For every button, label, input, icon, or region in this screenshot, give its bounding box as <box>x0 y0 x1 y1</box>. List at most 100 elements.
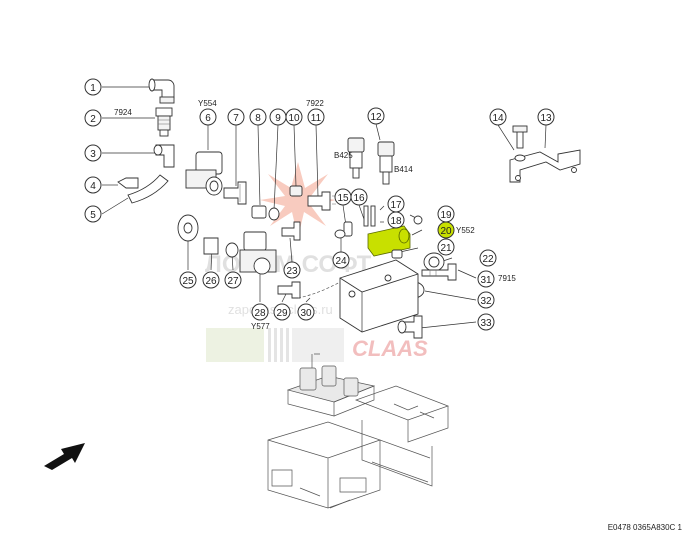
callout-1[interactable]: 1 <box>84 78 102 96</box>
svg-text:7: 7 <box>233 113 239 124</box>
part-19-oring <box>413 215 423 225</box>
svg-text:15: 15 <box>337 193 349 204</box>
callout-26[interactable]: 26 <box>202 271 220 289</box>
label-7924: 7924 <box>114 108 132 117</box>
callout-17[interactable]: 17 <box>387 195 405 213</box>
callout-28[interactable]: 28 <box>251 303 269 321</box>
svg-text:18: 18 <box>390 216 402 227</box>
callout-22[interactable]: 22 <box>479 249 497 267</box>
callout-18[interactable]: 18 <box>387 211 405 229</box>
callout-19[interactable]: 19 <box>437 205 455 223</box>
part-31-connector <box>421 263 457 281</box>
svg-text:25: 25 <box>182 276 194 287</box>
part-2-fitting <box>155 107 173 137</box>
svg-text:12: 12 <box>370 112 382 123</box>
label-y552: Y552 <box>456 226 475 235</box>
svg-text:13: 13 <box>540 113 552 124</box>
callout-13[interactable]: 13 <box>537 108 555 126</box>
callout-16[interactable]: 16 <box>350 188 368 206</box>
svg-text:33: 33 <box>480 318 492 329</box>
callout-9[interactable]: 9 <box>269 108 287 126</box>
part-13-bracket <box>509 149 581 183</box>
callout-30[interactable]: 30 <box>297 303 315 321</box>
part-10-plug <box>289 185 303 197</box>
watermark-logo: CLAAS <box>352 336 428 361</box>
direction-arrow-icon <box>44 443 85 470</box>
svg-text:17: 17 <box>390 200 402 211</box>
callout-25[interactable]: 25 <box>179 271 197 289</box>
svg-text:29: 29 <box>276 308 288 319</box>
part-21-nut <box>391 249 403 259</box>
svg-text:6: 6 <box>205 113 211 124</box>
svg-text:9: 9 <box>275 113 281 124</box>
callout-4[interactable]: 4 <box>84 176 102 194</box>
callout-2[interactable]: 2 <box>84 109 102 127</box>
callout-12[interactable]: 12 <box>367 107 385 125</box>
callout-23[interactable]: 23 <box>283 261 301 279</box>
svg-text:26: 26 <box>205 276 217 287</box>
callout-7[interactable]: 7 <box>227 108 245 126</box>
svg-text:10: 10 <box>288 113 300 124</box>
svg-text:5: 5 <box>90 210 96 221</box>
callout-14[interactable]: 14 <box>489 108 507 126</box>
callout-3[interactable]: 3 <box>84 144 102 162</box>
watermark-bars <box>206 328 344 362</box>
callout-20[interactable]: 20 <box>437 221 455 239</box>
part-labels: 7924 Y554 7922 B425 B414 Y552 7915 Y577 <box>114 99 516 331</box>
watermark-star-icon <box>260 162 336 238</box>
callout-6[interactable]: 6 <box>199 108 217 126</box>
label-7915: 7915 <box>498 274 516 283</box>
part-1-elbow <box>148 78 175 104</box>
svg-text:4: 4 <box>90 181 96 192</box>
part-12-sensors <box>347 137 395 185</box>
leader-lines <box>101 86 547 329</box>
part-20-solenoid-highlight <box>367 225 411 257</box>
part-26-bushing <box>203 237 219 255</box>
label-b414: B414 <box>394 165 413 174</box>
svg-text:2: 2 <box>90 114 96 125</box>
callout-27[interactable]: 27 <box>224 271 242 289</box>
callout-29[interactable]: 29 <box>273 303 291 321</box>
callout-8[interactable]: 8 <box>249 108 267 126</box>
part-22-fitting <box>423 252 445 272</box>
part-11-union <box>307 191 336 211</box>
part-27-oring <box>225 242 239 258</box>
svg-text:28: 28 <box>254 308 266 319</box>
callout-31[interactable]: 31 <box>477 270 495 288</box>
part-15-16-pins <box>343 205 376 237</box>
svg-text:31: 31 <box>480 275 492 286</box>
callout-21[interactable]: 21 <box>437 238 455 256</box>
part-23-fitting <box>281 221 301 241</box>
part-25-flange <box>177 214 199 242</box>
callout-32[interactable]: 32 <box>477 291 495 309</box>
part-6-valve <box>185 151 223 196</box>
svg-text:32: 32 <box>480 296 492 307</box>
main-valve-block <box>339 259 419 333</box>
callout-24[interactable]: 24 <box>332 251 350 269</box>
svg-text:24: 24 <box>335 256 347 267</box>
svg-text:22: 22 <box>482 254 494 265</box>
label-7922: 7922 <box>306 99 324 108</box>
svg-text:20: 20 <box>440 226 452 237</box>
callout-11[interactable]: 11 <box>307 108 325 126</box>
callout-15[interactable]: 15 <box>334 188 352 206</box>
part-3-tee <box>153 144 175 168</box>
label-b425: B425 <box>334 151 353 160</box>
callout-10[interactable]: 10 <box>285 108 303 126</box>
dashed-hose <box>297 281 341 299</box>
part-9-washer <box>268 207 280 221</box>
assembly-overview <box>267 353 450 509</box>
svg-text:23: 23 <box>286 266 298 277</box>
drawing-code: E0478 0365A830C 1 <box>608 523 683 532</box>
part-33-fitting <box>397 315 423 339</box>
part-14-screw <box>512 125 528 162</box>
label-y577: Y577 <box>251 322 270 331</box>
svg-text:11: 11 <box>311 113 322 124</box>
part-4-nozzle <box>117 177 139 189</box>
svg-text:8: 8 <box>255 113 261 124</box>
callout-5[interactable]: 5 <box>84 205 102 223</box>
callout-33[interactable]: 33 <box>477 313 495 331</box>
part-7-fitting <box>223 181 247 205</box>
part-5-hose <box>127 174 169 204</box>
